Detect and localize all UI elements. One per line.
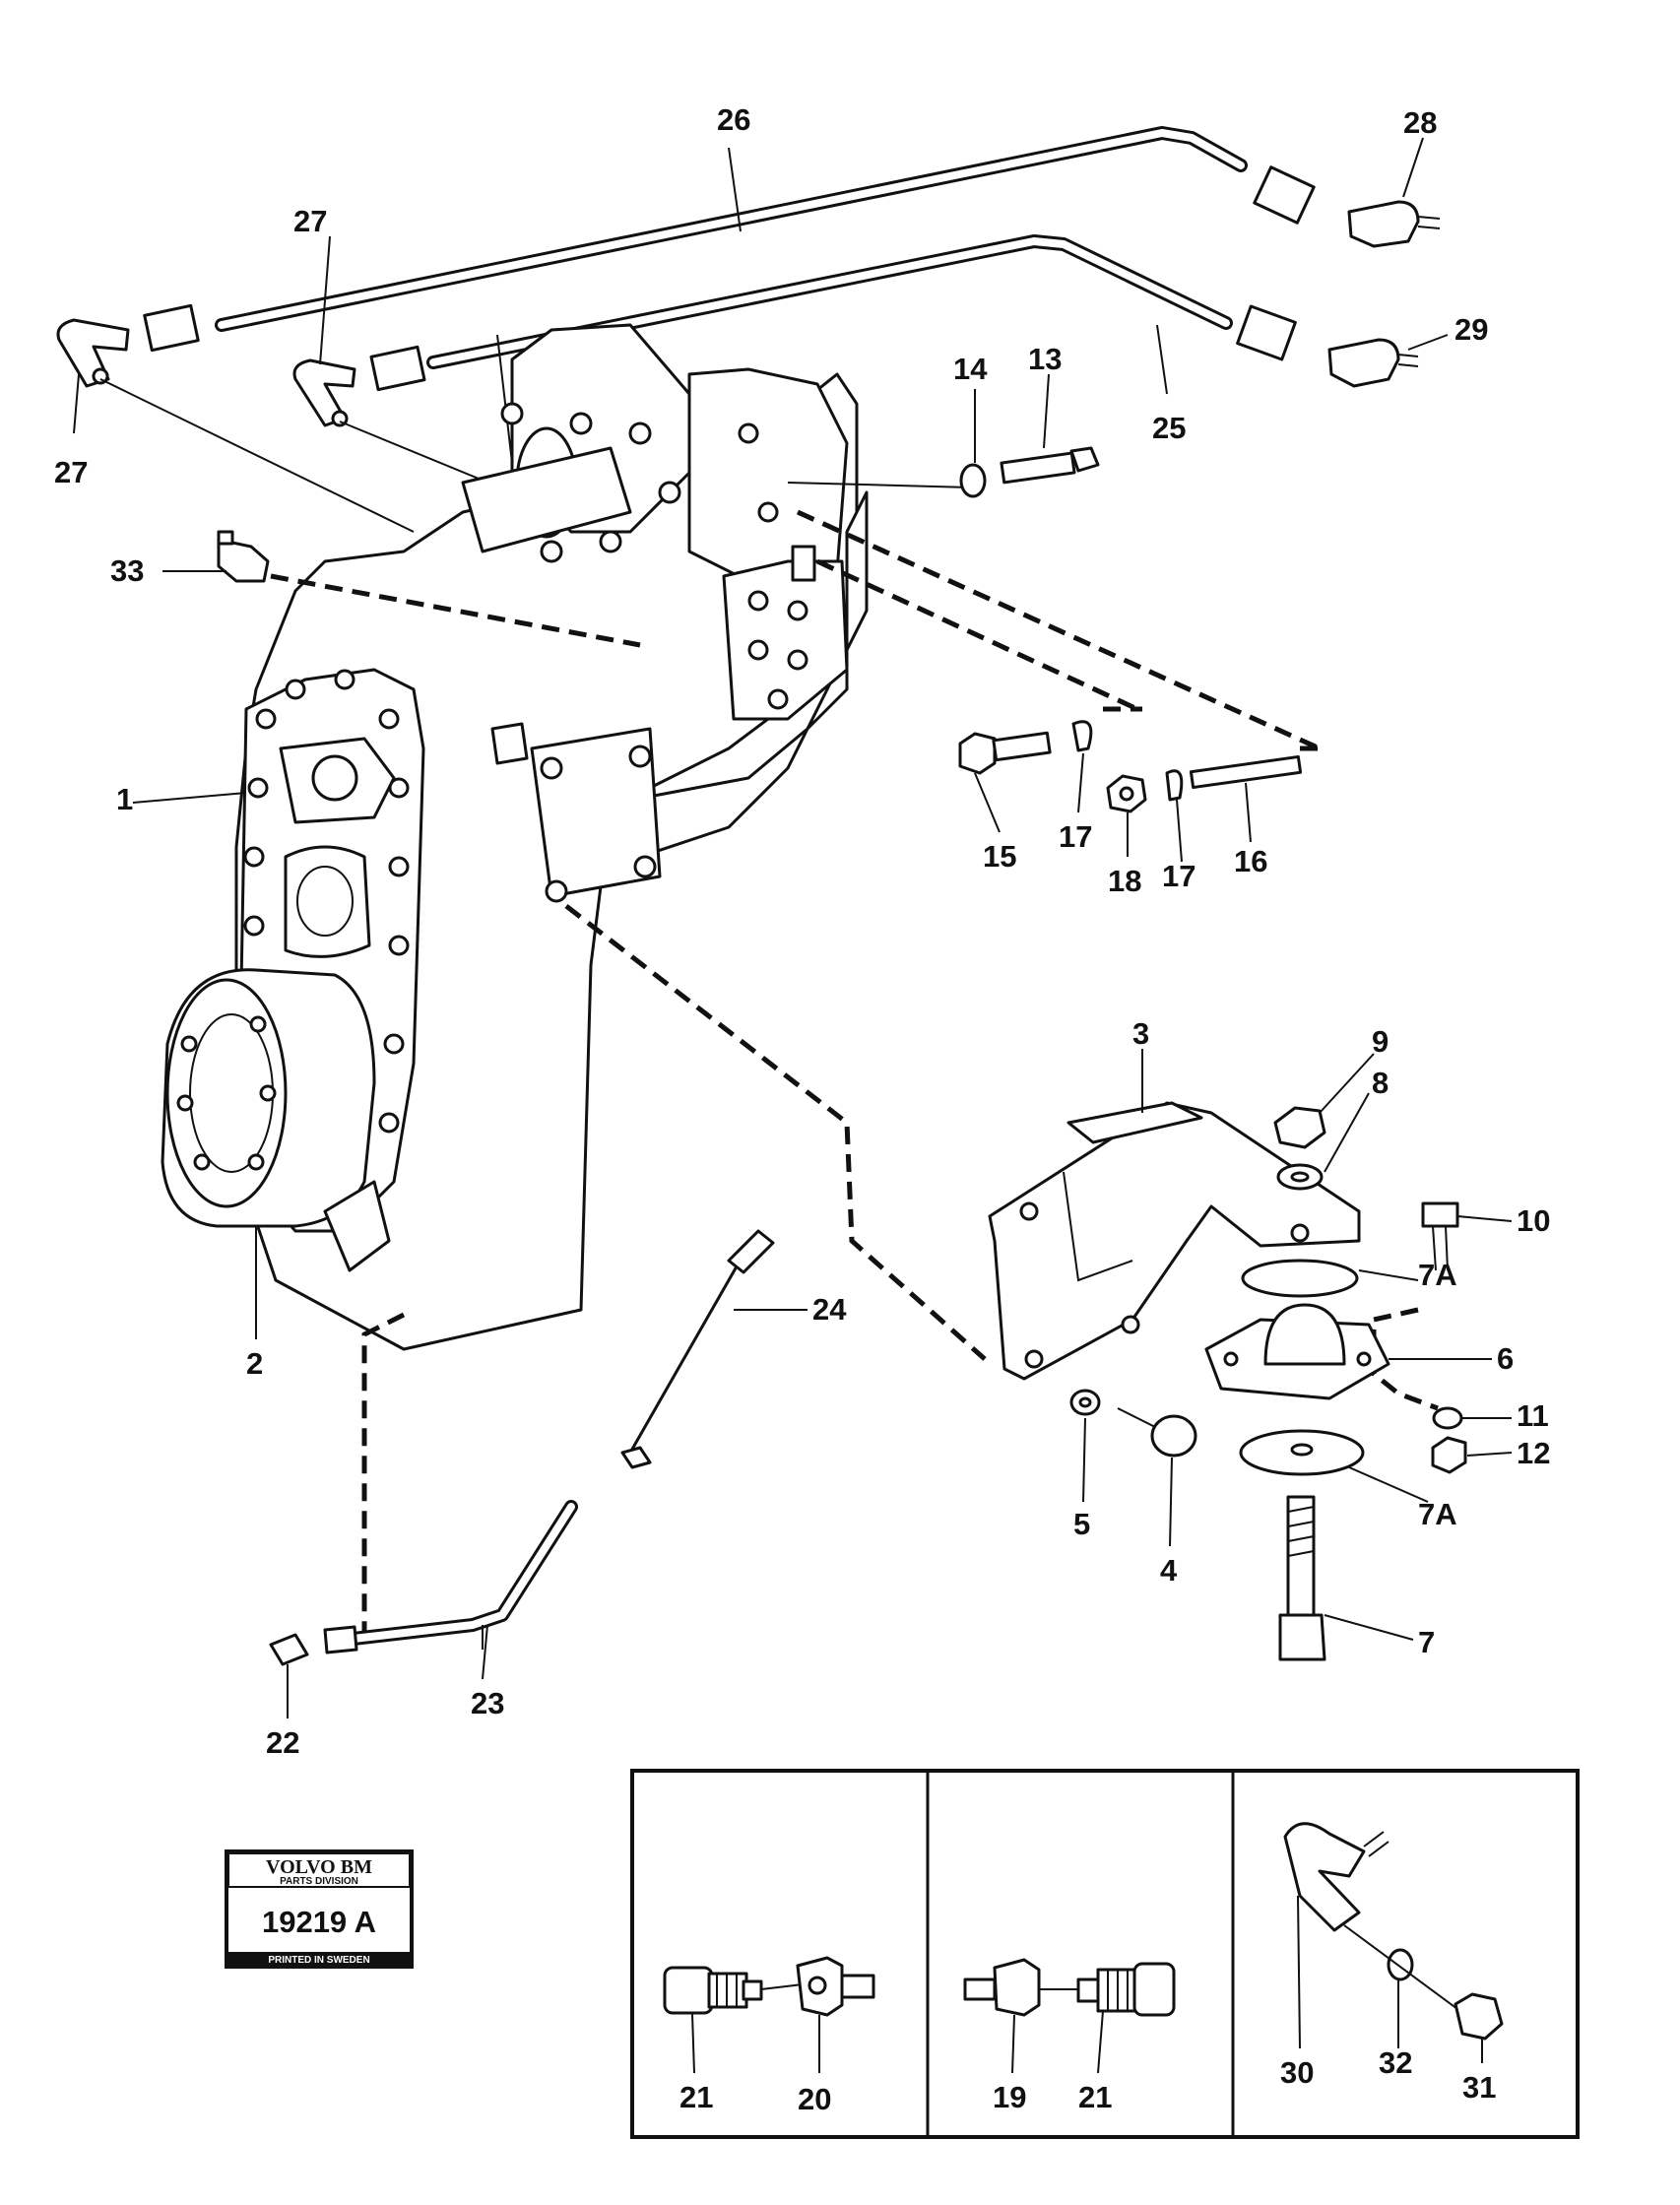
- pipe-25: [426, 234, 1233, 369]
- callout-24: 24: [812, 1292, 847, 1327]
- callout-2: 2: [246, 1346, 263, 1381]
- stamp-footer: PRINTED IN SWEDEN: [268, 1955, 369, 1966]
- bolt-13: [1000, 446, 1100, 485]
- callout-21-inset-1: 21: [679, 2080, 713, 2114]
- washer-11: [1432, 1406, 1463, 1430]
- callout-18: 18: [1108, 864, 1141, 898]
- callout-15: 15: [983, 839, 1016, 874]
- sensor-33: [217, 530, 270, 583]
- callout-25: 25: [1152, 411, 1186, 445]
- volvo-bm-stamp: VOLVO BM PARTS DIVISION 19219 A PRINTED …: [225, 1849, 414, 1969]
- washer-17-left: [1071, 720, 1093, 752]
- elbow-fitting-27-left: [56, 318, 130, 388]
- callout-13: 13: [1028, 342, 1062, 376]
- bolt-10: [1421, 1201, 1459, 1271]
- adapter-20: [796, 1956, 875, 2017]
- quick-coupling-21b: [1076, 1962, 1176, 2017]
- washer-17-right: [1165, 769, 1184, 802]
- bolt-4: [1117, 1407, 1197, 1458]
- inset-box: [630, 1769, 1580, 2139]
- control-valve: [722, 545, 849, 721]
- quick-coupling-21: [663, 1966, 763, 2015]
- callout-32: 32: [1379, 2045, 1412, 2080]
- pipe-26: [215, 126, 1248, 332]
- callout-30: 30: [1280, 2055, 1314, 2090]
- pipe-nut: [143, 303, 200, 353]
- inset-panel-1: 21 20: [663, 1956, 875, 2116]
- callout-33: 33: [110, 553, 144, 588]
- nut-9: [1273, 1106, 1326, 1149]
- callout-7a-top: 7A: [1418, 1258, 1457, 1292]
- stamp-division: PARTS DIVISION: [280, 1876, 358, 1887]
- filter-housing: [461, 323, 849, 593]
- washer-8: [1276, 1163, 1324, 1191]
- callout-17-right: 17: [1162, 859, 1195, 893]
- callout-27-left: 27: [54, 455, 88, 489]
- callout-7: 7: [1418, 1625, 1435, 1659]
- callout-20: 20: [798, 2082, 831, 2116]
- callout-14: 14: [953, 352, 988, 386]
- washer-32: [1387, 1948, 1414, 1981]
- callout-5: 5: [1073, 1507, 1090, 1541]
- callout-16: 16: [1234, 844, 1267, 878]
- callout-26: 26: [717, 102, 750, 137]
- callout-21-inset-2: 21: [1078, 2080, 1112, 2114]
- callout-9: 9: [1372, 1024, 1389, 1059]
- callout-28: 28: [1403, 105, 1437, 140]
- callout-19: 19: [993, 2080, 1026, 2114]
- elbow-fitting-28: [1347, 200, 1441, 248]
- callout-10: 10: [1517, 1203, 1550, 1238]
- bolt-7: [1278, 1495, 1326, 1661]
- callout-17-left: 17: [1059, 819, 1092, 854]
- inset-panel-3: 30 32 31: [1280, 1822, 1504, 2105]
- output-flange-2: [161, 968, 391, 1272]
- callout-11: 11: [1517, 1398, 1549, 1433]
- bolt-15: [958, 731, 1052, 775]
- callout-23: 23: [471, 1686, 504, 1720]
- callout-8: 8: [1372, 1066, 1389, 1100]
- callout-31: 31: [1462, 2070, 1496, 2105]
- washer-14: [959, 463, 987, 498]
- adapter-19: [963, 1958, 1041, 2017]
- elbow-fitting-29: [1327, 338, 1419, 388]
- rubber-pad-7a-top: [1241, 1259, 1359, 1298]
- stamp-brand: VOLVO BM: [266, 1856, 372, 1878]
- rubber-pad-7a-bottom: [1239, 1429, 1365, 1476]
- stud-16: [1189, 754, 1303, 790]
- callout-27-top: 27: [293, 204, 327, 238]
- nut-18: [1106, 774, 1147, 813]
- callout-3: 3: [1132, 1016, 1149, 1051]
- washer-5: [1069, 1389, 1101, 1416]
- callout-29: 29: [1454, 312, 1488, 347]
- elbow-30: [1283, 1822, 1389, 1932]
- elbow-fitting-27-top: [292, 358, 356, 427]
- bracket-3: [988, 1101, 1361, 1381]
- pipe-nut: [369, 345, 426, 392]
- callout-22: 22: [266, 1725, 299, 1760]
- plug-31: [1454, 1992, 1504, 2041]
- inset-panel-2: 19 21: [963, 1958, 1176, 2114]
- fitting-22: [269, 1633, 309, 1666]
- rubber-mount-6: [1204, 1303, 1390, 1400]
- pipe-nut: [1236, 304, 1297, 361]
- callout-1: 1: [116, 782, 133, 816]
- stamp-number: 19219 A: [262, 1905, 376, 1939]
- hose-23: [323, 1500, 578, 1654]
- tube-24: [620, 1229, 775, 1469]
- callout-4: 4: [1160, 1553, 1178, 1588]
- callout-12: 12: [1517, 1436, 1550, 1470]
- nut-12: [1431, 1436, 1467, 1474]
- callout-6: 6: [1497, 1341, 1514, 1376]
- pipe-nut: [1253, 165, 1316, 225]
- callout-7a-bottom: 7A: [1418, 1497, 1457, 1531]
